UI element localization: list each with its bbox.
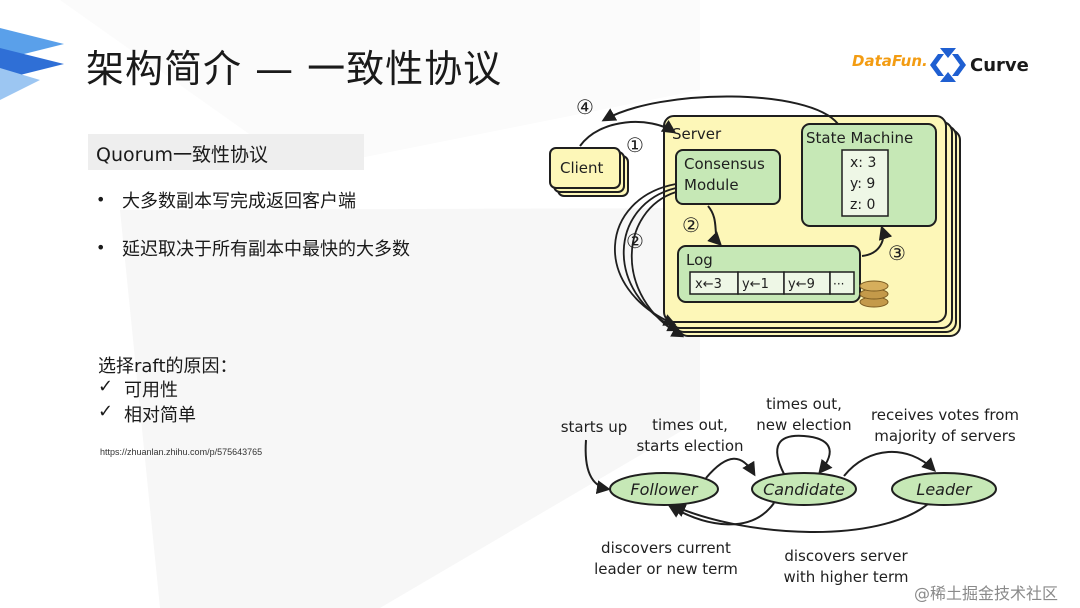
consensus-label: Consensus (684, 155, 765, 173)
transition-label: with higher term (783, 568, 908, 586)
state-label: Follower (630, 480, 699, 499)
section-heading-box (88, 134, 364, 170)
server-label: Server (672, 125, 722, 143)
step-marker: ① (626, 133, 644, 157)
check-icon: ✓ (98, 401, 114, 422)
datafun-logo: DataFun. (852, 52, 928, 70)
raft-state-diagram: Follower Candidate Leader starts up time… (561, 395, 1018, 586)
state-value: x: 3 (850, 155, 876, 171)
state-label: Leader (916, 480, 973, 499)
consensus-module (675, 149, 781, 205)
state-value: y: 9 (850, 176, 875, 192)
step-marker: ② (626, 229, 644, 253)
reason-item: 相对简单 (124, 405, 196, 426)
raft-server-diagram: Server Client Consensus Module State Mac… (549, 95, 961, 338)
corner-arrow-logo (0, 28, 64, 100)
transition-label: times out, (652, 416, 728, 434)
log-entry: x←3 (695, 277, 722, 292)
log-label: Log (686, 251, 713, 269)
check-icon: ✓ (98, 376, 114, 397)
log-entry: ··· (833, 277, 844, 291)
page-title: 架构简介 — 一致性协议 (86, 47, 503, 91)
state-leader (891, 472, 997, 506)
client-label: Client (560, 159, 604, 177)
step-marker: ③ (888, 241, 906, 265)
log-entry: y←9 (788, 277, 815, 292)
state-machine-label: State Machine (806, 129, 913, 147)
bullet-item: 延迟取决于所有副本中最快的大多数 (122, 239, 410, 260)
log-entry: y←1 (742, 277, 769, 292)
bullet-dot: • (96, 238, 106, 257)
transition-label: discovers server (784, 547, 908, 565)
state-label: Candidate (763, 480, 845, 499)
consensus-label: Module (684, 176, 739, 194)
watermark: @稀土掘金技术社区 (914, 584, 1059, 603)
transition-label: receives votes from (871, 406, 1018, 424)
state-candidate (751, 472, 857, 506)
source-url: https://zhuanlan.zhihu.com/p/575643765 (100, 447, 263, 457)
reason-item: 可用性 (124, 380, 178, 401)
client-box (549, 147, 621, 189)
transition-label: majority of servers (874, 427, 1016, 445)
state-value: z: 0 (850, 197, 875, 213)
section-heading: Quorum一致性协议 (96, 144, 268, 166)
transition-label: starts up (561, 418, 628, 436)
curve-logo-icon (930, 48, 966, 82)
bullet-dot: • (96, 190, 106, 209)
curve-logo-text: Curve (970, 55, 1029, 76)
disk-icon (859, 280, 889, 308)
transition-label: starts election (636, 437, 743, 455)
transition-label: times out, (766, 395, 842, 413)
step-marker: ④ (576, 95, 594, 119)
reasons-heading: 选择raft的原因： (98, 356, 238, 377)
transition-label: discovers current (601, 539, 731, 557)
step-marker: ② (682, 213, 700, 237)
transition-label: new election (756, 416, 851, 434)
bullet-item: 大多数副本写完成返回客户端 (122, 191, 356, 212)
background-shapes (0, 0, 700, 608)
transition-label: leader or new term (594, 560, 738, 578)
